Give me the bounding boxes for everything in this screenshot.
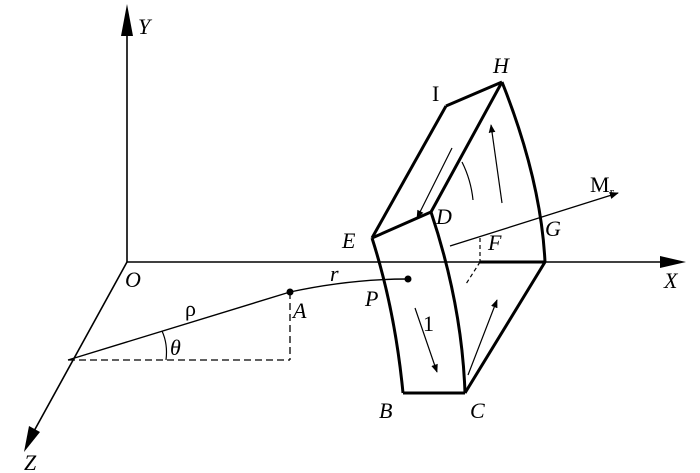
point-d-label: D	[435, 204, 452, 229]
point-b-label: B	[379, 398, 392, 423]
shear-arrow-front-down	[414, 307, 438, 373]
theta-label: θ	[170, 335, 181, 360]
edge-cg	[463, 261, 547, 394]
rho-label: ρ	[185, 296, 196, 321]
point-a-label: A	[291, 298, 307, 323]
rho-line	[67, 291, 291, 361]
point-g-label: G	[545, 216, 561, 241]
edge-hg	[500, 81, 547, 263]
front-face-outer-edge	[370, 237, 405, 394]
y-axis-arrowhead	[121, 4, 133, 36]
shear-arrow-right-up	[488, 124, 503, 204]
theta-arc	[161, 330, 168, 361]
point-p-dot	[404, 275, 412, 283]
shear-arrow-top-down	[416, 147, 453, 219]
r-curve	[289, 278, 409, 293]
element-one-label: 1	[423, 311, 434, 336]
edge-ei	[370, 105, 448, 239]
moment-vector	[449, 191, 619, 247]
point-i-label: I	[432, 81, 439, 106]
r-label: r	[330, 261, 339, 286]
hidden-arc-top-face	[461, 161, 474, 201]
hidden-edge-f-diagonal	[465, 261, 481, 285]
front-face-inner-edge	[429, 211, 467, 394]
point-p-label: P	[364, 286, 378, 311]
y-axis-label: Y	[138, 14, 153, 39]
edge-dh-front	[429, 81, 504, 213]
shear-arrow-side-up	[467, 299, 498, 376]
point-f-label: F	[487, 230, 502, 255]
point-a-dot	[286, 288, 294, 296]
origin-label: O	[125, 267, 141, 292]
construction-lines	[67, 191, 619, 361]
z-axis-label: Z	[24, 450, 37, 473]
z-axis-line	[27, 261, 128, 443]
moment-label-sub: r	[610, 184, 615, 199]
moment-label: Mr	[590, 172, 615, 199]
z-axis-arrowhead	[24, 426, 40, 452]
point-c-label: C	[470, 398, 485, 423]
point-h-label: H	[492, 53, 510, 78]
moment-label-main: M	[590, 172, 610, 197]
point-e-label: E	[341, 228, 356, 253]
x-axis-label: X	[663, 268, 679, 293]
x-axis-arrowhead	[660, 256, 686, 268]
element-block	[370, 80, 547, 395]
edge-ih	[445, 80, 503, 108]
axes	[27, 20, 664, 443]
